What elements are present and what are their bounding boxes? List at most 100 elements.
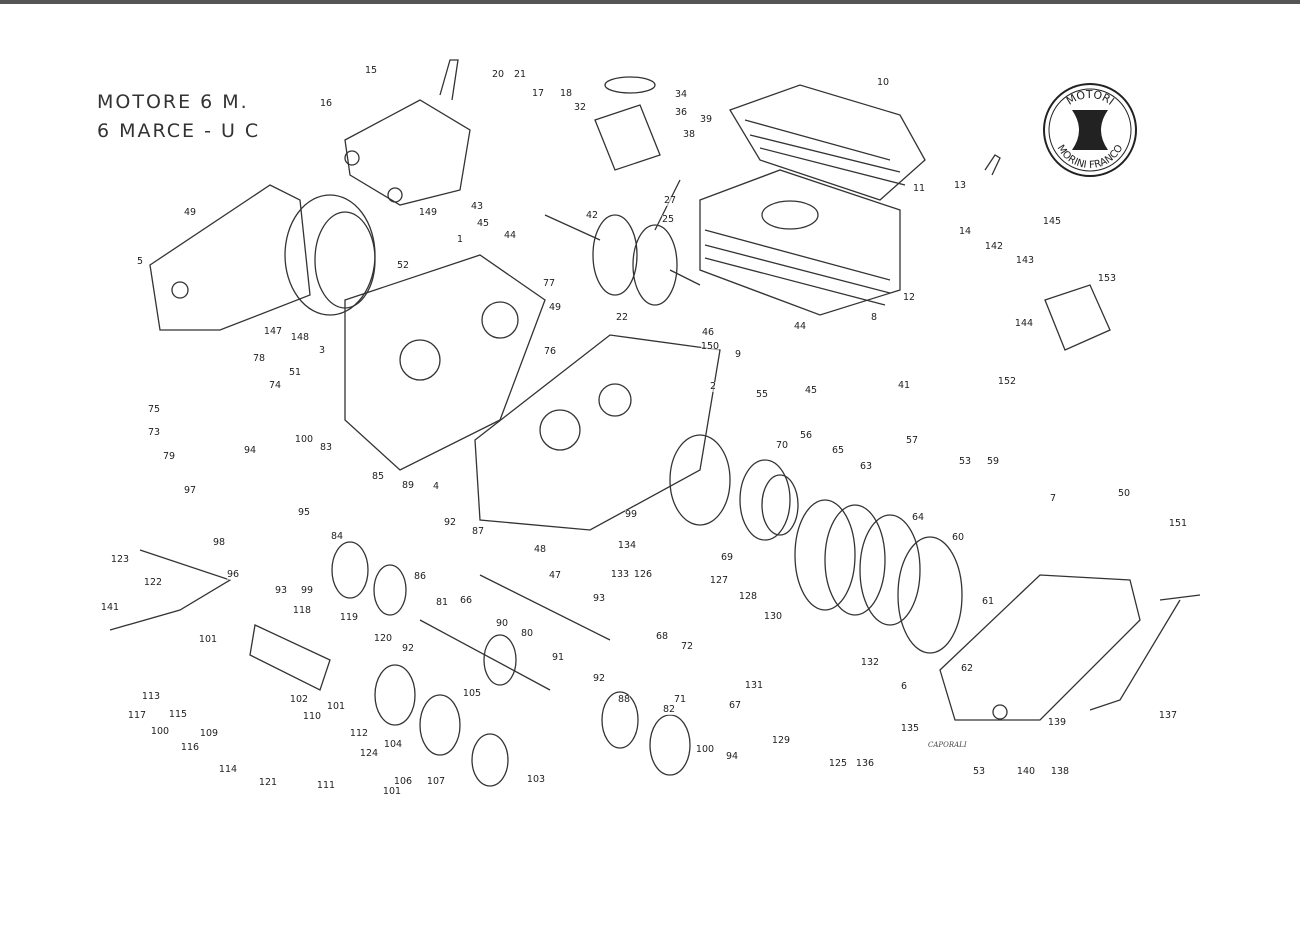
part-number-label: 135 (900, 723, 920, 734)
spark-plug (984, 154, 1001, 176)
piston (594, 76, 661, 171)
part-number-label: 11 (912, 183, 926, 194)
part-number-label: 149 (418, 207, 438, 218)
part-number-label: 109 (199, 728, 219, 739)
part-number-label: 93 (274, 585, 288, 596)
part-number-label: 69 (720, 552, 734, 563)
part-number-label: 132 (860, 657, 880, 668)
part-number-label: 72 (680, 641, 694, 652)
part-number-label: 8 (870, 312, 878, 323)
part-number-label: 20 (491, 69, 505, 80)
part-number-label: 87 (471, 526, 485, 537)
part-number-label: 131 (744, 680, 764, 691)
part-number-label: 6 (900, 681, 908, 692)
part-number-label: 89 (401, 480, 415, 491)
part-number-label: 16 (319, 98, 333, 109)
part-number-label: 120 (373, 633, 393, 644)
part-number-label: 116 (180, 742, 200, 753)
flywheel-cover (149, 184, 311, 331)
part-number-label: 68 (655, 631, 669, 642)
clutch-cover (939, 574, 1141, 721)
part-number-label: 100 (695, 744, 715, 755)
part-number-label: 99 (624, 509, 638, 520)
part-number-label: 94 (725, 751, 739, 762)
part-number-label: 57 (905, 435, 919, 446)
flywheel-magneto (284, 194, 376, 316)
part-number-label: 95 (297, 507, 311, 518)
part-number-label: 126 (633, 569, 653, 580)
diagram-subtitle: 6 MARCE - U C (97, 120, 261, 142)
part-number-label: 79 (162, 451, 176, 462)
part-number-label: 93 (592, 593, 606, 604)
part-number-label: 84 (330, 531, 344, 542)
part-number-label: 70 (775, 440, 789, 451)
part-number-label: 38 (682, 129, 696, 140)
part-number-label: 100 (150, 726, 170, 737)
part-number-label: 75 (147, 404, 161, 415)
part-number-label: 50 (1117, 488, 1131, 499)
part-number-label: 52 (396, 260, 410, 271)
part-number-label: 15 (364, 65, 378, 76)
part-number-label: 1 (456, 234, 464, 245)
part-number-label: 59 (986, 456, 1000, 467)
part-number-label: 144 (1014, 318, 1034, 329)
part-number-label: 42 (585, 210, 599, 221)
part-number-label: 94 (243, 445, 257, 456)
crankcase-left (344, 254, 546, 471)
part-number-label: 122 (143, 577, 163, 588)
part-number-label: 112 (349, 728, 369, 739)
part-number-label: 98 (212, 537, 226, 548)
part-number-label: 96 (226, 569, 240, 580)
part-number-label: 147 (263, 326, 283, 337)
ignition-coil (1044, 284, 1111, 351)
part-number-label: 140 (1016, 766, 1036, 777)
part-number-label: 119 (339, 612, 359, 623)
part-number-label: 103 (526, 774, 546, 785)
cylinder (699, 169, 901, 316)
part-number-label: 45 (804, 385, 818, 396)
part-number-label: 67 (728, 700, 742, 711)
part-number-label: 39 (699, 114, 713, 125)
part-number-label: 121 (258, 777, 278, 788)
part-number-label: 153 (1097, 273, 1117, 284)
part-number-label: 56 (799, 430, 813, 441)
part-number-label: 55 (755, 389, 769, 400)
part-number-label: 82 (662, 704, 676, 715)
clutch-plates (794, 499, 963, 654)
part-number-label: 36 (674, 107, 688, 118)
part-number-label: 137 (1158, 710, 1178, 721)
part-number-label: 14 (958, 226, 972, 237)
part-number-label: 62 (960, 663, 974, 674)
part-number-label: 141 (100, 602, 120, 613)
part-number-label: 91 (551, 652, 565, 663)
air-filter-carburetor (344, 59, 471, 206)
part-number-label: 44 (503, 230, 517, 241)
part-number-label: 92 (443, 517, 457, 528)
part-number-label: 43 (470, 201, 484, 212)
part-number-label: 66 (459, 595, 473, 606)
motori-morini-franco-logo: MOTORI MORINI FRANCO (1043, 83, 1137, 177)
part-number-label: 4 (432, 481, 440, 492)
part-number-label: 49 (183, 207, 197, 218)
part-number-label: 27 (663, 195, 677, 206)
crankshaft (544, 179, 701, 306)
part-number-label: 134 (617, 540, 637, 551)
part-number-label: 150 (700, 341, 720, 352)
part-number-label: 17 (531, 88, 545, 99)
part-number-label: 138 (1050, 766, 1070, 777)
part-number-label: 117 (127, 710, 147, 721)
part-number-label: 113 (141, 691, 161, 702)
part-number-label: 76 (543, 346, 557, 357)
part-number-label: 7 (1049, 493, 1057, 504)
part-number-label: 44 (793, 321, 807, 332)
part-number-label: 111 (316, 780, 336, 791)
diagram-title: MOTORE 6 M. (97, 91, 249, 113)
part-number-label: 49 (548, 302, 562, 313)
part-number-label: 61 (981, 596, 995, 607)
part-number-label: 145 (1042, 216, 1062, 227)
part-number-label: 97 (183, 485, 197, 496)
part-number-label: 100 (294, 434, 314, 445)
clutch-gear (669, 434, 799, 541)
part-number-label: 104 (383, 739, 403, 750)
part-number-label: 48 (533, 544, 547, 555)
